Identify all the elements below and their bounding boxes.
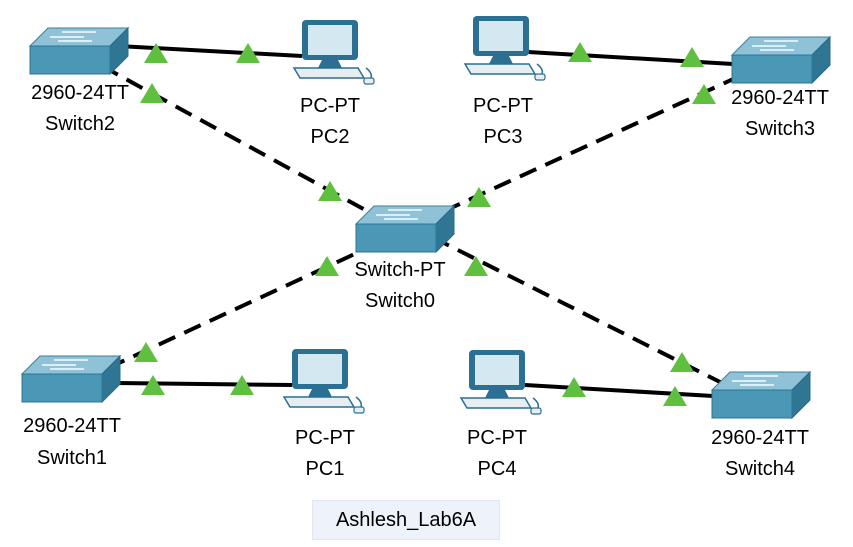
pc4-icon[interactable]: [460, 349, 542, 415]
pc4-model-label: PC-PT: [467, 427, 527, 449]
link-up-indicator: [467, 187, 491, 207]
pc1-name-label: PC1: [306, 458, 345, 480]
link-up-indicator: [680, 47, 704, 67]
link-up-indicator: [134, 342, 158, 362]
link-up-indicator: [568, 42, 592, 62]
switch2-icon[interactable]: [29, 27, 129, 75]
link-pc3-switch3[interactable]: [527, 50, 734, 66]
switch4-model-label: 2960-24TT: [711, 427, 809, 449]
pc2-icon[interactable]: [293, 19, 375, 85]
switch1-icon[interactable]: [21, 355, 121, 403]
link-up-indicator: [144, 43, 168, 63]
link-up-indicator: [236, 43, 260, 63]
link-switch2-pc2[interactable]: [117, 44, 303, 58]
link-switch4-switch0[interactable]: [437, 238, 725, 386]
pc1-model-label: PC-PT: [295, 427, 355, 449]
note-label[interactable]: Ashlesh_Lab6A: [312, 500, 500, 540]
link-up-indicator: [230, 375, 254, 395]
pc2-name-label: PC2: [311, 126, 350, 148]
link-switch1-pc1[interactable]: [111, 381, 293, 387]
pc1-icon[interactable]: [283, 348, 365, 414]
switch1-name-label: Switch1: [37, 447, 107, 469]
switch0-name-label: Switch0: [365, 290, 435, 312]
link-switch1-switch0[interactable]: [107, 244, 373, 370]
pc3-model-label: PC-PT: [473, 95, 533, 117]
link-up-indicator: [670, 352, 694, 372]
link-up-indicator: [141, 375, 165, 395]
pc3-name-label: PC3: [484, 126, 523, 148]
switch1-model-label: 2960-24TT: [23, 415, 121, 437]
link-up-indicator: [692, 84, 716, 104]
link-up-indicator: [464, 256, 488, 276]
switch4-name-label: Switch4: [725, 458, 795, 480]
link-up-indicator: [315, 256, 339, 276]
switch0-icon[interactable]: [355, 205, 455, 253]
switch2-model-label: 2960-24TT: [31, 82, 129, 104]
pc4-name-label: PC4: [478, 458, 517, 480]
link-up-indicator: [140, 83, 164, 103]
switch3-name-label: Switch3: [745, 118, 815, 140]
link-up-indicator: [562, 377, 586, 397]
pc2-model-label: PC-PT: [300, 95, 360, 117]
switch0-model-label: Switch-PT: [354, 259, 445, 281]
switch3-model-label: 2960-24TT: [731, 87, 829, 109]
pc3-icon[interactable]: [464, 15, 546, 81]
switch2-name-label: Switch2: [45, 113, 115, 135]
link-up-indicator: [663, 386, 687, 406]
switch3-icon[interactable]: [731, 36, 831, 84]
link-up-indicator: [318, 181, 342, 201]
switch4-icon[interactable]: [711, 371, 811, 419]
link-pc4-switch4[interactable]: [524, 383, 714, 398]
